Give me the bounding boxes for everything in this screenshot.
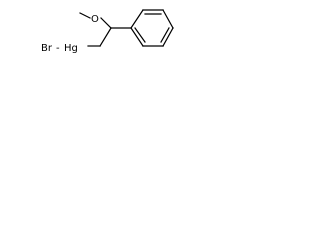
atom-bromine-label: Br <box>41 43 53 54</box>
ring-bond-1 <box>130 9 144 29</box>
phenyl-ring <box>130 9 174 47</box>
bond-methyl-o <box>79 12 91 19</box>
structure-drawing: O Br - Hg <box>41 9 174 54</box>
ring-bond-3 <box>162 9 174 29</box>
ring-double-bond-2 <box>160 27 170 43</box>
atom-mercury-label: Hg <box>64 43 78 54</box>
ring-bond-6 <box>130 27 144 47</box>
atom-oxygen-label: O <box>91 14 99 25</box>
bond-br-hg-label: - <box>56 43 60 54</box>
bond-o-ch <box>100 17 112 29</box>
structure-canvas: O Br - Hg <box>0 0 186 79</box>
ring-bond-4 <box>162 27 174 47</box>
ring-double-bond-3 <box>134 27 146 43</box>
bond-ch-ch2 <box>99 27 112 47</box>
